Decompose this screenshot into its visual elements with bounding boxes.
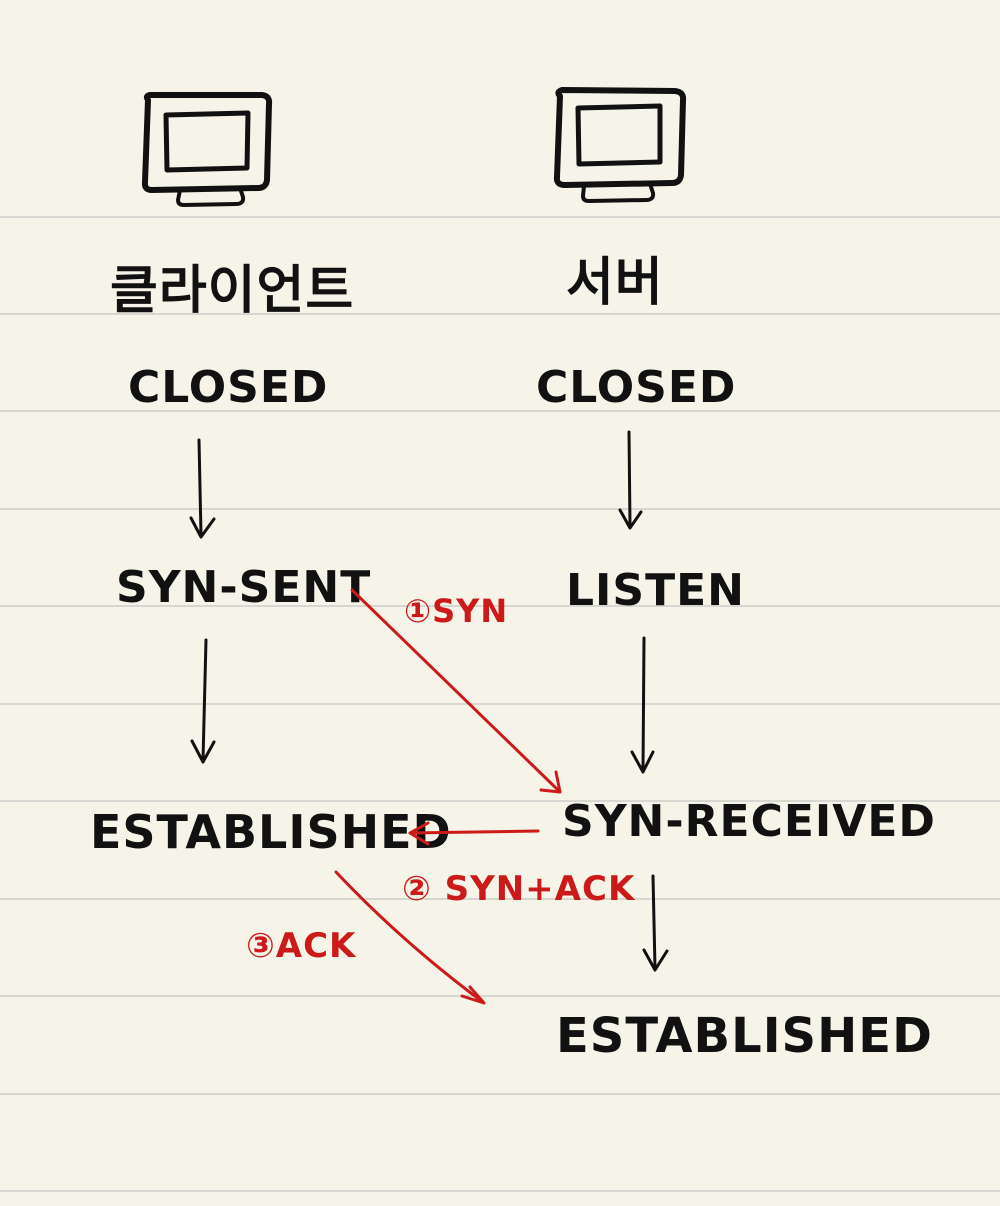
- server-arrow-closed-to-listen: [627, 430, 632, 527]
- server-label: 서버: [566, 253, 664, 313]
- ack-message-arrow: [334, 870, 482, 1002]
- client-state-established: ESTABLISHED: [90, 805, 452, 859]
- server-arrow-listen-to-synreceived: [641, 636, 646, 772]
- server-state-syn-received: SYN-RECEIVED: [562, 796, 936, 847]
- arrowhead: [539, 770, 562, 794]
- ruled-line: [0, 1093, 1000, 1095]
- client-monitor-icon: [141, 92, 273, 207]
- ruled-line: [0, 703, 1000, 705]
- arrowhead: [190, 739, 216, 764]
- client-arrow-closed-to-synsent: [197, 438, 203, 537]
- arrowhead: [189, 516, 216, 539]
- ack-message-label: ③ACK: [246, 926, 357, 966]
- syn-message-arrow: [350, 588, 560, 792]
- server-arrow-synreceived-to-established: [651, 874, 657, 970]
- ruled-line: [0, 508, 1000, 510]
- arrowhead: [408, 821, 430, 846]
- arrowhead: [618, 508, 643, 530]
- syn-ack-message-label: ② SYN+ACK: [402, 869, 636, 909]
- ruled-line: [0, 216, 1000, 218]
- ruled-line: [0, 410, 1000, 412]
- ruled-line: [0, 898, 1000, 900]
- arrowhead: [630, 750, 655, 774]
- ruled-line: [0, 995, 1000, 997]
- ruled-line: [0, 800, 1000, 802]
- client-state-syn-sent: SYN-SENT: [116, 562, 371, 613]
- syn-message-label: ①SYN: [404, 592, 508, 630]
- ruled-line: [0, 1190, 1000, 1192]
- arrowhead: [460, 985, 486, 1005]
- client-arrow-synsent-to-established: [201, 638, 208, 762]
- server-state-closed: CLOSED: [536, 362, 736, 413]
- syn-ack-message-arrow: [408, 829, 540, 835]
- client-state-closed: CLOSED: [128, 362, 328, 413]
- server-monitor-icon: [553, 87, 687, 203]
- arrowhead: [642, 948, 669, 972]
- server-state-listen: LISTEN: [566, 565, 745, 616]
- ruled-line: [0, 313, 1000, 315]
- client-label: 클라이언트: [110, 261, 354, 321]
- ruled-line: [0, 605, 1000, 607]
- server-state-established: ESTABLISHED: [556, 1008, 933, 1064]
